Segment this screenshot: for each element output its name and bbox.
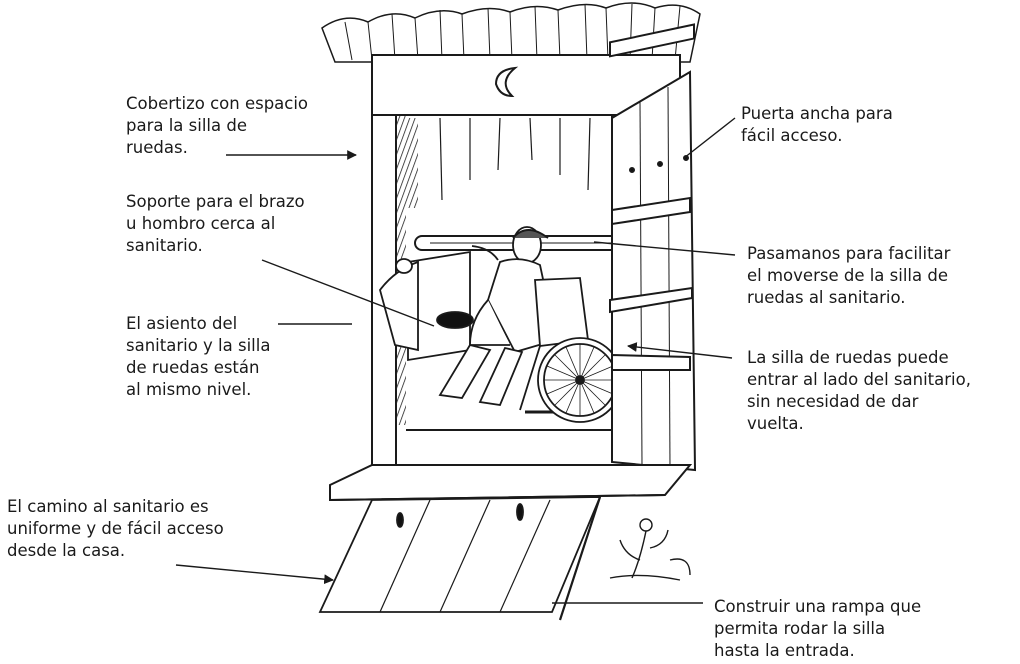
label-handrail: Pasamanos para facilitar el moverse de l… [747, 244, 951, 307]
flower-icon [609, 518, 691, 581]
label-wheelchair: La silla de ruedas puede entrar al lado … [747, 348, 971, 433]
label-seat: El asiento del sanitario y la silla de r… [126, 314, 271, 399]
wheelchair [519, 277, 623, 423]
corrugated-roof [321, 2, 701, 63]
label-door: Puerta ancha para fácil acceso. [741, 104, 893, 145]
open-door [609, 23, 697, 472]
callout-arrows [175, 117, 736, 604]
floor-platform [329, 464, 693, 502]
toilet-seat [379, 250, 474, 362]
ramp [318, 496, 602, 621]
arrow-support [261, 259, 435, 327]
arrow-path [175, 564, 334, 585]
arrow-wheelchair [627, 342, 733, 359]
arrow-handrail [593, 241, 736, 256]
label-path: El camino al sanitario es uniforme y de … [7, 497, 224, 560]
label-ramp: Construir una rampa que permita rodar la… [714, 597, 922, 660]
arrow-door [683, 117, 736, 159]
label-shed: Cobertizo con espacio para la silla de r… [126, 94, 309, 157]
label-support: Soporte para el brazo u hombro cerca al … [126, 192, 305, 255]
